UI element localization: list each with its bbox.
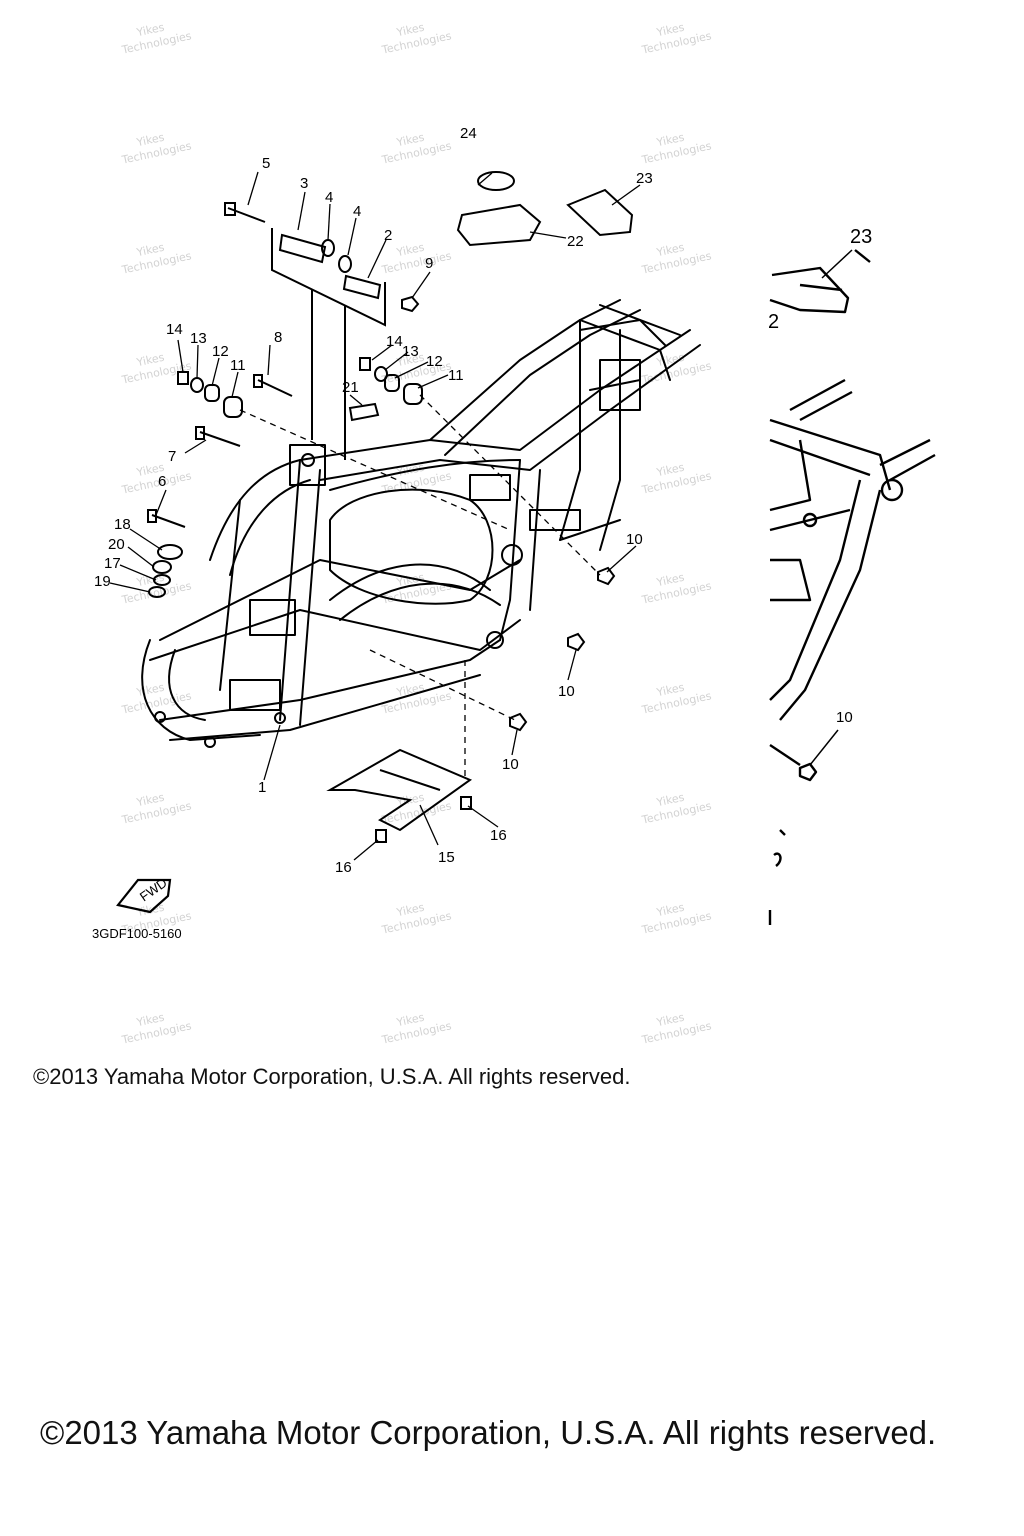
watermark-text: Yikes: [395, 351, 426, 370]
watermark-text: Yikes: [655, 681, 686, 700]
callout-2: 2: [384, 227, 392, 244]
watermark-text: Yikes: [655, 131, 686, 150]
watermark-text: Yikes: [655, 461, 686, 480]
watermark-text: Yikes: [135, 791, 166, 810]
watermark-text: Yikes: [655, 1011, 686, 1030]
watermark-text: Yikes: [655, 571, 686, 590]
callout-24: 24: [460, 125, 477, 142]
callout-9: 9: [425, 255, 433, 272]
callout-4b: 4: [353, 203, 361, 220]
callout-23-inset: 23: [850, 226, 872, 248]
callout-5: 5: [262, 155, 270, 172]
callout-6: 6: [158, 473, 166, 490]
callout-11b: 11: [448, 367, 464, 384]
callout-7: 7: [168, 448, 176, 465]
watermark-text: Yikes: [135, 1011, 166, 1030]
callout-10d: 10: [836, 709, 853, 726]
watermark-text: Yikes: [395, 131, 426, 150]
callout-11a: 11: [230, 357, 246, 374]
exploded-parts: [116, 171, 634, 914]
callout-14a: 14: [166, 321, 183, 338]
callout-12b: 12: [426, 353, 443, 370]
watermark-text: Yikes: [655, 901, 686, 920]
callout-4a: 4: [325, 189, 333, 206]
copyright-notice-large: ©2013 Yamaha Motor Corporation, U.S.A. A…: [40, 1414, 937, 1451]
callout-13b: 13: [402, 343, 419, 360]
callout-16b: 16: [335, 859, 352, 876]
callout-21: 21: [342, 379, 359, 396]
callout-20: 20: [108, 536, 125, 553]
watermark-text: Yikes: [395, 21, 426, 40]
watermark-text: Yikes: [395, 241, 426, 260]
callout-14b: 14: [386, 333, 403, 350]
callout-3: 3: [300, 175, 308, 192]
callout-23: 23: [636, 170, 653, 187]
callout-8: 8: [274, 329, 282, 346]
watermark-text: Yikes: [395, 681, 426, 700]
callout-19: 19: [94, 573, 111, 590]
copyright-notice-small: ©2013 Yamaha Motor Corporation, U.S.A. A…: [33, 1064, 631, 1089]
watermark-text: Yikes: [135, 131, 166, 150]
inset-partial-label: 2: [768, 311, 779, 333]
watermark-text: Yikes: [135, 241, 166, 260]
watermark-text: Yikes: [135, 21, 166, 40]
inset-leaders: [809, 249, 853, 766]
watermark-text: Yikes: [655, 241, 686, 260]
drawing-code: 3GDF100-5160: [92, 926, 182, 941]
watermark-text: Yikes: [135, 351, 166, 370]
leader-lines: [109, 171, 641, 861]
watermark-text: Yikes: [395, 901, 426, 920]
callout-16a: 16: [490, 827, 507, 844]
watermark-text: Yikes: [655, 21, 686, 40]
callout-10b: 10: [558, 683, 575, 700]
callout-12a: 12: [212, 343, 229, 360]
callout-22: 22: [567, 233, 584, 250]
watermark-text: Yikes: [135, 461, 166, 480]
callout-15: 15: [438, 849, 455, 866]
callout-1: 1: [258, 779, 266, 796]
watermark-text: Yikes: [395, 1011, 426, 1030]
watermark-text: Yikes: [655, 791, 686, 810]
callout-10c: 10: [502, 756, 519, 773]
frame-main-drawing: [141, 299, 701, 748]
callout-13a: 13: [190, 330, 207, 347]
inset-detail: [768, 249, 936, 925]
callout-10a: 10: [626, 531, 643, 548]
callout-labels: 1 2 3 4 4 5 6 7 8 9 10 10 10 10 11 11 12…: [92, 125, 872, 941]
callout-18: 18: [114, 516, 131, 533]
callout-17: 17: [104, 555, 121, 572]
